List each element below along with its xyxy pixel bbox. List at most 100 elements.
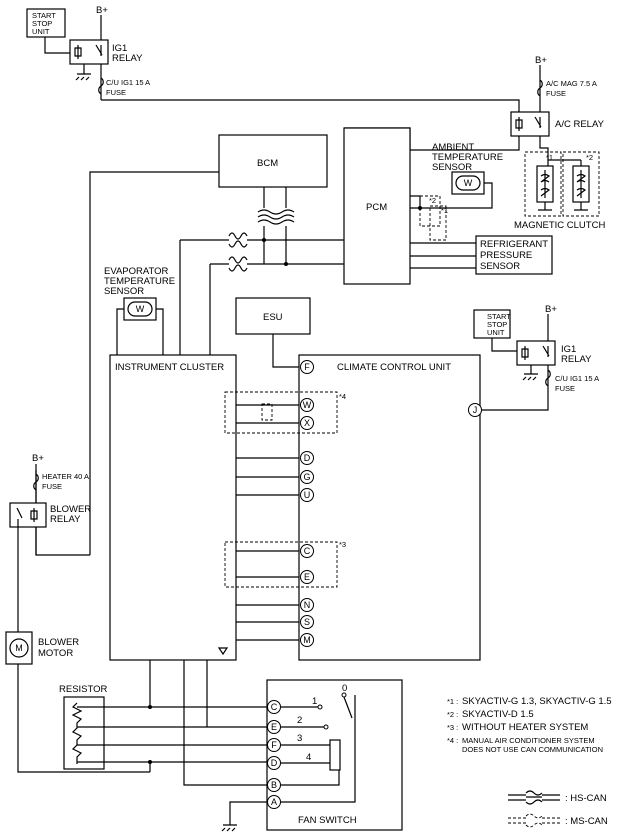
ac-mag-fuse-line2: FUSE: [546, 89, 566, 98]
svg-text:E: E: [271, 722, 277, 732]
ig1-relay-top: [69, 39, 109, 65]
svg-text:C: C: [304, 546, 311, 556]
ac-relay-label: A/C RELAY: [555, 119, 605, 130]
blower-motor-line2: MOTOR: [38, 648, 73, 659]
ambient-sensor-line1: AMBIENT: [432, 142, 474, 153]
note-4-text: MANUAL AIR CONDITIONER SYSTEM: [462, 736, 595, 745]
note-3-text: WITHOUT HEATER SYSTEM: [462, 722, 588, 733]
clutch-note-2: *2: [586, 153, 593, 162]
notes: *1 : SKYACTIV-G 1.3, SKYACTIV-G 1.5 *2 :…: [447, 696, 612, 754]
ambient-sensor-line3: SENSOR: [432, 162, 472, 173]
cu-ig1-fuse-right-line1: C/U IG1 15 A: [555, 374, 599, 383]
refrigerant-line2: PRESSURE: [480, 250, 532, 261]
instrument-cluster: [109, 354, 237, 661]
pcm-label: PCM: [366, 202, 387, 213]
ccu-pin-s: S: [300, 615, 314, 629]
svg-text:W: W: [303, 400, 312, 410]
resistor-label: RESISTOR: [59, 684, 108, 695]
ccu-pin-c: C: [300, 544, 314, 558]
pcm-box: [343, 127, 411, 285]
bcm-label: BCM: [257, 158, 278, 169]
refrigerant-line3: SENSOR: [480, 261, 520, 272]
fan-pos-3: 3: [297, 733, 302, 744]
svg-text:D: D: [304, 453, 311, 463]
note-1-text: SKYACTIV-G 1.3, SKYACTIV-G 1.5: [462, 696, 612, 707]
ig1-relay-right: [516, 340, 556, 366]
fan-pos-2: 2: [297, 715, 302, 726]
svg-text:F: F: [304, 362, 310, 372]
ssu-right-line1: START: [487, 312, 511, 321]
pcm-note-1: *1: [441, 206, 448, 215]
note-4-text2: DOES NOT USE CAN COMMUNICATION: [462, 745, 603, 754]
b-plus-label: B+: [96, 5, 108, 16]
svg-text:M: M: [303, 635, 311, 645]
svg-text:N: N: [304, 600, 311, 610]
ccu-pin-g: G: [300, 470, 314, 484]
ssu-right-line3: UNIT: [487, 328, 505, 337]
climate-control-unit: [298, 354, 481, 661]
bcm-box: [218, 134, 328, 188]
blower-relay-line2: RELAY: [50, 514, 81, 525]
ccu-pin-f: F: [300, 360, 314, 374]
ssu-right-line2: STOP: [487, 320, 507, 329]
legend-hs-can-label: : HS-CAN: [565, 793, 607, 804]
fan-pin-b: B: [267, 778, 281, 792]
cu-ig1-fuse-top-line2: FUSE: [106, 88, 126, 97]
ig1-relay-top-line2: RELAY: [112, 53, 143, 64]
evap-thermistor-icon: W: [136, 304, 145, 314]
start-stop-unit-top-line3: UNIT: [32, 27, 50, 36]
fan-pin-e: E: [267, 720, 281, 734]
b-plus-ac-label: B+: [535, 55, 547, 66]
magnetic-clutch-label: MAGNETIC CLUTCH: [514, 220, 605, 231]
resistor-box: [63, 696, 105, 770]
legend-hs-can: : HS-CAN: [508, 790, 607, 805]
evap-sensor-line1: EVAPORATOR: [104, 266, 169, 277]
ac-relay: [510, 111, 550, 137]
svg-text:D: D: [271, 758, 278, 768]
ig1-relay-right-line1: IG1: [561, 344, 576, 355]
svg-text:S: S: [304, 617, 310, 627]
climate-control-unit-label: CLIMATE CONTROL UNIT: [337, 362, 451, 373]
ccu-pin-m: M: [300, 633, 314, 647]
pcm-note-2: *2: [429, 196, 436, 205]
refrigerant-sensor: [475, 235, 553, 275]
ambient-sensor-line2: TEMPERATURE: [432, 152, 503, 163]
note-2-mark: *2 :: [447, 710, 458, 719]
evap-sensor-line2: TEMPERATURE: [104, 276, 175, 287]
ig1-relay-top-line1: IG1: [112, 43, 127, 54]
ccu-note-3: *3: [339, 540, 346, 549]
start-stop-unit-top-line1: START: [32, 11, 56, 20]
svg-text:G: G: [303, 472, 310, 482]
ccu-pin-x: X: [300, 416, 314, 430]
note-2-text: SKYACTIV-D 1.5: [462, 709, 534, 720]
ac-mag-fuse-line1: A/C MAG 7.5 A: [546, 79, 597, 88]
svg-text:C: C: [271, 702, 278, 712]
note-4-mark: *4 :: [447, 736, 458, 745]
refrigerant-line1: REFRIGERANT: [480, 239, 548, 250]
cu-ig1-fuse-right-line2: FUSE: [555, 384, 575, 393]
ccu-pin-j: J: [468, 403, 482, 417]
ccu-pin-e: E: [300, 570, 314, 584]
legend-ms-can: : MS-CAN: [508, 813, 608, 828]
blower-motor-line1: BLOWER: [38, 637, 79, 648]
svg-text:X: X: [304, 418, 310, 428]
ccu-note-4: *4: [339, 392, 346, 401]
fan-pos-1: 1: [312, 696, 317, 707]
ccu-pin-u: U: [300, 488, 314, 502]
b-plus-right-label: B+: [545, 304, 557, 315]
svg-text:B: B: [271, 780, 277, 790]
cu-ig1-fuse-top-line1: C/U IG1 15 A: [106, 78, 150, 87]
instrument-cluster-label: INSTRUMENT CLUSTER: [115, 362, 224, 373]
svg-text:U: U: [304, 490, 311, 500]
ccu-pin-n: N: [300, 598, 314, 612]
svg-text:J: J: [473, 405, 478, 415]
fan-pin-c: C: [267, 700, 281, 714]
svg-text:A: A: [271, 797, 277, 807]
ig1-relay-right-line2: RELAY: [561, 354, 592, 365]
blower-relay-line1: BLOWER: [50, 504, 91, 515]
start-stop-unit-top-line2: STOP: [32, 19, 52, 28]
start-stop-unit-top: START STOP UNIT: [26, 8, 66, 38]
ccu-pin-w: W: [300, 398, 314, 412]
evap-sensor-line3: SENSOR: [104, 286, 144, 297]
